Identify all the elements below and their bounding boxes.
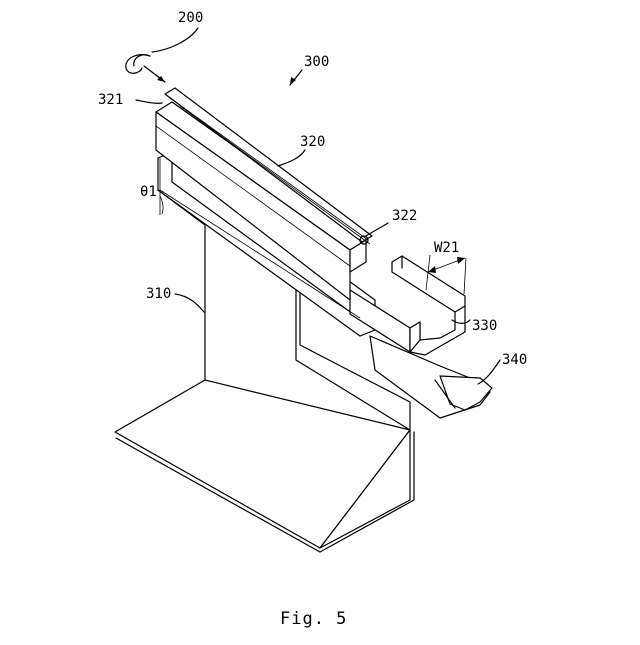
- label-theta1: θ1: [140, 184, 157, 200]
- channel-330: [350, 256, 465, 355]
- figure-caption: Fig. 5: [280, 609, 347, 629]
- label-w21: W21: [434, 240, 459, 256]
- label-200: 200: [178, 10, 203, 26]
- label-310: 310: [146, 286, 171, 302]
- label-322: 322: [392, 208, 417, 224]
- label-330: 330: [472, 318, 497, 334]
- label-300: 300: [304, 54, 329, 70]
- label-340: 340: [502, 352, 527, 368]
- clip-200-icon: [126, 55, 165, 82]
- label-321: 321: [98, 92, 123, 108]
- label-320: 320: [300, 134, 325, 150]
